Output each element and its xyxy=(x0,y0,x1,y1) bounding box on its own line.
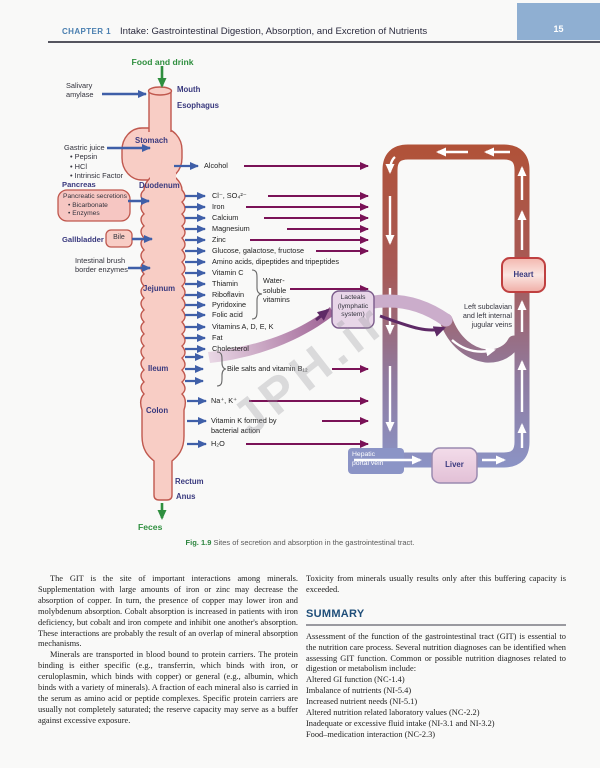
gastric-juice-label: Gastric juice • Pepsin • HCl • Intrinsic… xyxy=(64,143,124,180)
paragraph: The GIT is the site of important interac… xyxy=(38,574,298,649)
nutrient-label: Vitamin C xyxy=(212,268,244,277)
liver-box xyxy=(431,447,478,484)
lymph-band xyxy=(367,294,453,327)
paragraph: Assessment of the function of the gastro… xyxy=(306,631,566,674)
secretion-arrows xyxy=(102,90,153,272)
stomach-label: Stomach xyxy=(135,136,168,145)
nutrient-label: Bile salts and vitamin B₁₂ xyxy=(227,364,308,373)
nutrient-label: Glucose, galactose, fructose xyxy=(212,246,305,255)
water-soluble-bracket xyxy=(251,269,263,320)
diagnosis-item: Altered GI function (NC-1.4) xyxy=(306,675,405,685)
liver-label: Liver xyxy=(445,460,464,469)
nutrient-label: Cholesterol xyxy=(212,344,249,353)
figure-caption-text: Sites of secretion and absorption in the… xyxy=(213,538,415,547)
gi-tract xyxy=(121,86,187,501)
heart-box xyxy=(501,257,546,293)
nutrient-label: Vitamins A, D, E, K xyxy=(212,322,274,331)
colon-label: Colon xyxy=(146,406,169,415)
nutrient-label: Riboflavin xyxy=(212,290,245,299)
body-column-right: Toxicity from minerals usually results o… xyxy=(306,574,566,741)
jejunum-label: Jejunum xyxy=(143,284,176,293)
absorption-arrows xyxy=(174,162,369,448)
nutrient-label: Iron xyxy=(212,202,225,211)
gallbladder-label: Gallbladder xyxy=(62,235,104,244)
water-soluble-label: Water- soluble vitamins xyxy=(263,276,290,305)
diagnosis-item: Altered nutrition related laboratory val… xyxy=(306,708,480,718)
intestine-shape xyxy=(139,177,187,501)
hepatic-portal-vein-label: Hepatic portal vein xyxy=(352,451,384,467)
lacteals-label: Lacteals (lymphatic system) xyxy=(337,294,369,319)
esophagus-shape xyxy=(149,91,171,132)
diagnosis-item: Increased nutrient needs (NI-5.1) xyxy=(306,697,418,707)
page-number: 15 xyxy=(553,24,564,34)
nutrient-label: Amino acids, dipeptides and tripeptides xyxy=(212,257,339,266)
pancreas-label: Pancreas xyxy=(62,180,96,189)
diagnosis-item: Imbalance of nutrients (NI-5.4) xyxy=(306,686,412,696)
nutrient-label: Thiamin xyxy=(212,279,238,288)
paragraph: Toxicity from minerals usually results o… xyxy=(306,574,566,594)
mouth-label: Mouth xyxy=(177,85,201,94)
bile-salts-bracket xyxy=(216,351,227,387)
lacteals-box xyxy=(331,290,375,329)
lymph-arrow xyxy=(379,314,446,337)
nutrient-label: Calcium xyxy=(212,213,239,222)
summary-heading: SUMMARY xyxy=(306,608,566,626)
nutrient-label: Pyridoxine xyxy=(212,300,247,309)
ileum-label: Ileum xyxy=(148,364,169,373)
nutrient-label: Fat xyxy=(212,333,223,342)
nutrient-label: Cl⁻, SO₄²⁻ xyxy=(212,191,247,200)
feces-label: Feces xyxy=(138,522,163,532)
page-number-tab xyxy=(517,3,600,40)
duodenum-label: Duodenum xyxy=(139,181,180,190)
anus-label: Anus xyxy=(176,492,196,501)
pancreatic-secretions-box xyxy=(57,189,131,222)
rectum-label: Rectum xyxy=(175,477,204,486)
body-column-left: The GIT is the site of important interac… xyxy=(38,574,298,727)
bile-label: Bile xyxy=(113,234,125,241)
nutrient-label: Folic acid xyxy=(212,310,243,319)
nutrient-label: Magnesium xyxy=(212,224,250,233)
diagnosis-item: Food–medication interaction (NC-2.3) xyxy=(306,729,436,739)
nutrient-label: Na⁺, K⁺ xyxy=(211,396,237,405)
salivary-amylase-label: Salivary amylase xyxy=(66,81,94,100)
paragraph: Minerals are transported in blood bound … xyxy=(38,650,298,725)
circulation-loop xyxy=(348,144,530,474)
mouth-shape xyxy=(147,86,173,96)
nutrient-label: Zinc xyxy=(212,235,226,244)
heart-label: Heart xyxy=(513,270,534,279)
subclavian-label: Left subclavian and left internal jugula… xyxy=(462,302,512,330)
nutrient-label: H₂O xyxy=(211,439,225,448)
esophagus-label: Esophagus xyxy=(177,101,220,110)
header-rule xyxy=(48,41,600,43)
diagnoses-list: Altered GI function (NC-1.4)Imbalance of… xyxy=(306,675,566,740)
page-title: Intake: Gastrointestinal Digestion, Abso… xyxy=(120,26,428,37)
figure-caption-number: Fig. 1.9 xyxy=(185,538,212,547)
brush-enzymes-label: Intestinal brush border enzymes xyxy=(75,256,128,275)
figure-caption: Fig. 1.9 Sites of secretion and absorpti… xyxy=(0,538,600,547)
diagnosis-item: Inadequate or excessive fluid intake (NI… xyxy=(306,718,495,728)
pancreatic-box-label: Pancreatic secretions • Bicarbonate • En… xyxy=(63,193,127,218)
nutrient-label: Alcohol xyxy=(204,161,228,170)
fat-soluble-swoosh xyxy=(208,307,334,363)
food-and-drink-label: Food and drink xyxy=(131,57,194,67)
chapter-label: CHAPTER 1 xyxy=(62,27,111,36)
